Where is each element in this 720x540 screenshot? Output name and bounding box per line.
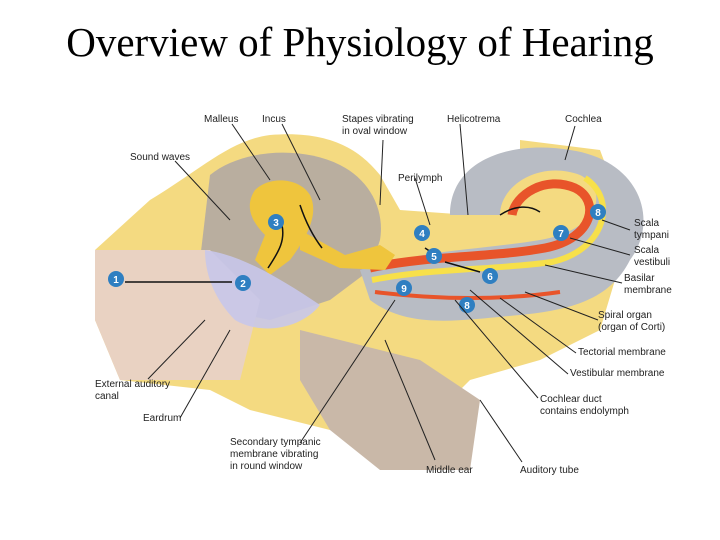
step-marker-5: 5 bbox=[426, 248, 442, 264]
step-markers: 1 2 3 4 5 6 7 8 8 9 bbox=[108, 204, 606, 313]
label-secondary-tympanic-line3: in round window bbox=[230, 461, 303, 472]
step-marker-6: 6 bbox=[482, 268, 498, 284]
leader-lines bbox=[147, 123, 631, 463]
label-middle-ear: Middle ear bbox=[426, 465, 473, 476]
step-marker-3: 3 bbox=[268, 214, 284, 230]
label-stapes-line2: in oval window bbox=[342, 126, 408, 137]
page-title: Overview of Physiology of Hearing bbox=[66, 19, 654, 65]
label-scala-vestibuli-line2: vestibuli bbox=[634, 257, 670, 268]
label-cochlear-duct-line1: Cochlear duct bbox=[540, 394, 602, 405]
step-number: 6 bbox=[487, 272, 493, 283]
step-marker-1: 1 bbox=[108, 271, 124, 287]
label-stapes-line1: Stapes vibrating bbox=[342, 114, 414, 125]
label-malleus: Malleus bbox=[204, 114, 238, 125]
label-basilar-line1: Basilar bbox=[624, 273, 655, 284]
step-marker-2: 2 bbox=[235, 275, 251, 291]
step-marker-7: 7 bbox=[553, 225, 569, 241]
step-number: 3 bbox=[273, 218, 279, 229]
label-sound-waves: Sound waves bbox=[130, 152, 190, 163]
label-incus: Incus bbox=[262, 114, 286, 125]
step-number: 4 bbox=[419, 229, 425, 240]
label-spiral-organ-line1: Spiral organ bbox=[598, 310, 652, 321]
step-number: 8 bbox=[464, 301, 470, 312]
label-scala-tympani-line1: Scala bbox=[634, 218, 659, 229]
label-external-canal-line2: canal bbox=[95, 391, 119, 402]
label-secondary-tympanic-line2: membrane vibrating bbox=[230, 449, 318, 460]
label-perilymph: Perilymph bbox=[398, 173, 442, 184]
label-helicotrema: Helicotrema bbox=[447, 114, 501, 125]
label-vestibular-membrane: Vestibular membrane bbox=[570, 368, 665, 379]
label-scala-vestibuli-line1: Scala bbox=[634, 245, 659, 256]
label-tectorial-membrane: Tectorial membrane bbox=[578, 347, 666, 358]
step-marker-9: 9 bbox=[396, 280, 412, 296]
labels: Malleus Incus Stapes vibrating in oval w… bbox=[95, 114, 672, 476]
step-number: 8 bbox=[595, 208, 601, 219]
step-number: 5 bbox=[431, 252, 437, 263]
label-spiral-organ-line2: (organ of Corti) bbox=[598, 322, 665, 333]
label-cochlear-duct-line2: contains endolymph bbox=[540, 406, 629, 417]
label-basilar-line2: membrane bbox=[624, 285, 672, 296]
step-marker-8b: 8 bbox=[459, 297, 475, 313]
eardrum-membrane bbox=[205, 250, 320, 329]
label-scala-tympani-line2: tympani bbox=[634, 230, 669, 241]
label-eardrum: Eardrum bbox=[143, 413, 181, 424]
label-secondary-tympanic-line1: Secondary tympanic bbox=[230, 437, 321, 448]
step-marker-4: 4 bbox=[414, 225, 430, 241]
step-number: 1 bbox=[113, 275, 119, 286]
step-number: 9 bbox=[401, 284, 407, 295]
label-cochlea: Cochlea bbox=[565, 114, 602, 125]
step-number: 2 bbox=[240, 279, 246, 290]
label-external-canal-line1: External auditory bbox=[95, 379, 170, 390]
step-number: 7 bbox=[558, 229, 564, 240]
step-marker-8a: 8 bbox=[590, 204, 606, 220]
label-auditory-tube: Auditory tube bbox=[520, 465, 579, 476]
